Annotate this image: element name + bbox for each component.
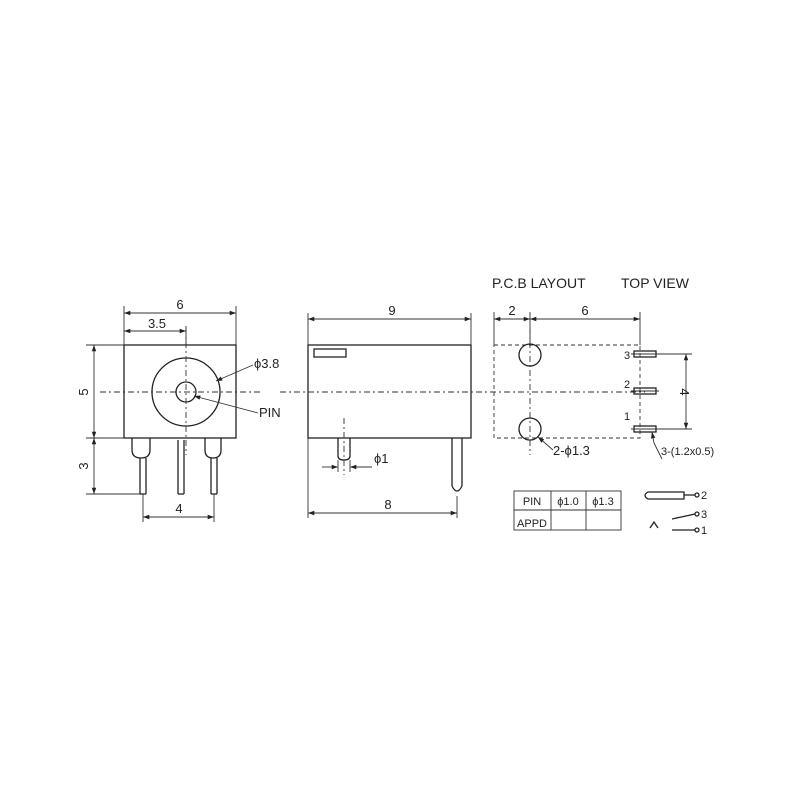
dim-side-length: 9 [388, 303, 395, 318]
dim-pcb-height: 4 [677, 388, 692, 395]
schematic-pin-1: 1 [701, 525, 707, 537]
dim-front-pin-pitch: 4 [175, 501, 182, 516]
label-pcb-slot: 3-(1.2x0.5) [661, 446, 714, 458]
schematic-symbol: 2 3 1 [644, 490, 707, 537]
pcb-hole-bottom [518, 417, 542, 441]
side-top-tab [313, 348, 347, 358]
schematic-plug-body [644, 491, 685, 500]
dim-front-width: 6 [176, 297, 183, 312]
dim-front-pin-length: 3 [76, 462, 91, 469]
label-pcb-hole: 2-ϕ1.3 [553, 443, 590, 458]
title-pcb-layout: P.C.B LAYOUT [492, 275, 586, 291]
dim-side-pin-offset: 8 [384, 497, 391, 512]
table-row-label: APPD [517, 518, 547, 530]
side-body-outline [307, 344, 472, 439]
pin-table: PIN ϕ1.0 ϕ1.3 APPD [513, 490, 622, 531]
dim-side-pin-dia: ϕ1 [374, 451, 389, 466]
dim-front-offset: 3.5 [148, 316, 166, 331]
table-header-d13: ϕ1.3 [592, 496, 613, 508]
leader-pin [193, 395, 259, 414]
table-header-d10: ϕ1.0 [557, 496, 578, 508]
leader-pcb-slot [650, 431, 663, 460]
table-header-pin: PIN [523, 496, 541, 508]
leader-pcb-hole [537, 436, 554, 451]
front-view: 6 3.5 5 3 4 ϕ3.8 PIN [76, 297, 281, 522]
title-top-view: TOP VIEW [621, 275, 690, 291]
pcb-pin-num-1: 1 [624, 411, 630, 423]
pcb-outline [493, 344, 641, 439]
pcb-pin-num-2: 2 [624, 379, 630, 391]
leader-hole-dia [215, 364, 254, 382]
label-pin: PIN [259, 405, 281, 420]
front-body-outline [123, 344, 237, 439]
schematic-pin-3: 3 [701, 509, 707, 521]
front-pin-bump-left [131, 438, 151, 459]
pcb-layout-view: P.C.B LAYOUT TOP VIEW 3 2 1 2 6 4 2-ϕ1.3 [490, 275, 714, 460]
front-pin-bump-right [204, 438, 222, 459]
dim-front-height: 5 [76, 388, 91, 395]
label-hole-dia: ϕ3.8 [254, 356, 279, 371]
dim-pcb-right: 6 [581, 303, 588, 318]
pcb-pin-num-3: 3 [624, 350, 630, 362]
side-view: 9 ϕ1 8 [280, 303, 490, 518]
dim-pcb-left: 2 [508, 303, 515, 318]
schematic-pin-2: 2 [701, 490, 707, 502]
